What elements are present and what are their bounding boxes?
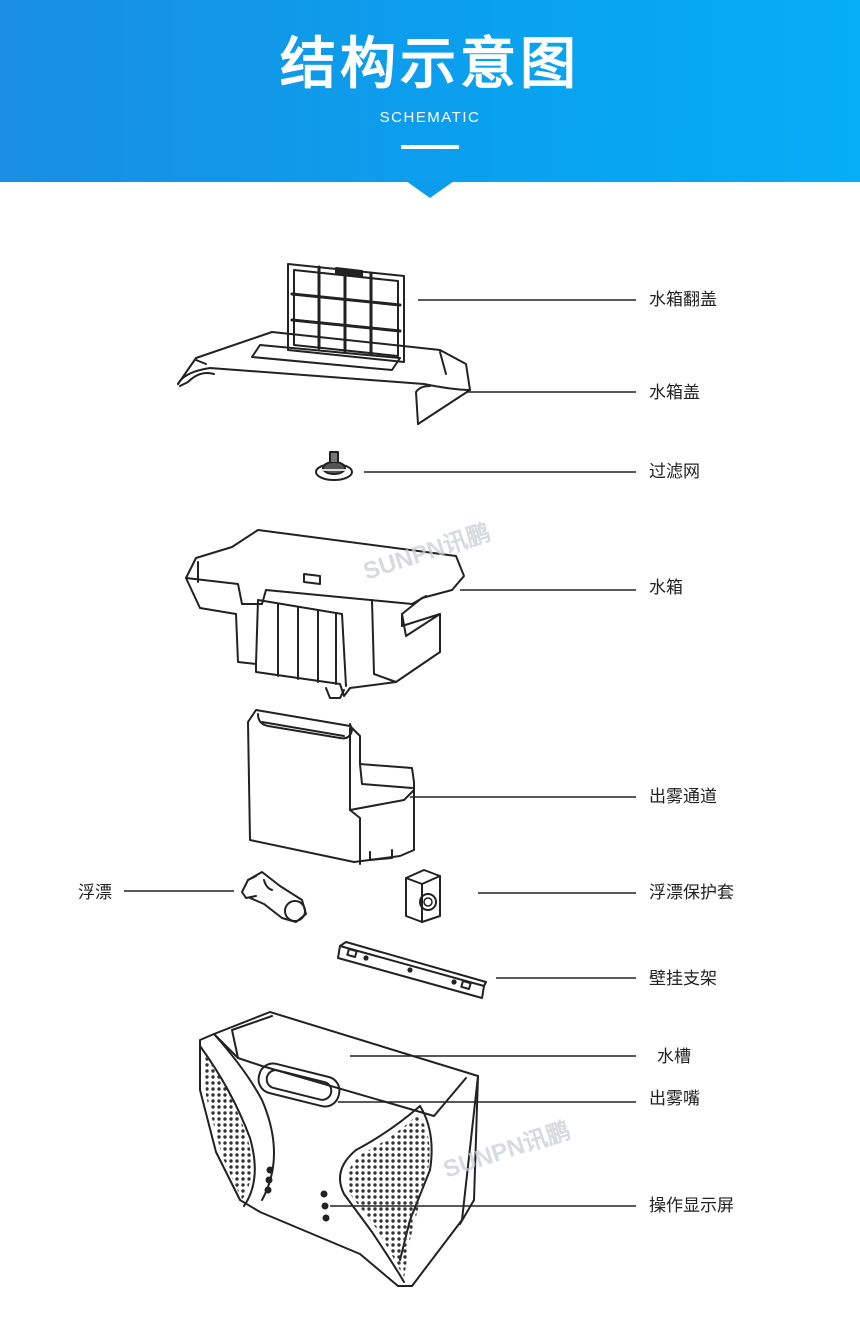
header-arrow [406, 181, 454, 198]
tank-cover-drawing [177, 331, 471, 425]
filter-drawing [315, 451, 353, 481]
label-water-trough: 水槽 [657, 1047, 691, 1067]
header-banner [0, 0, 860, 182]
page-title: 结构示意图 [280, 32, 580, 97]
label-tank-cover: 水箱盖 [649, 383, 700, 403]
label-float-guard: 浮漂保护套 [649, 883, 734, 903]
page-subtitle: SCHEMATIC [379, 109, 481, 126]
label-mist-channel: 出雾通道 [649, 787, 717, 807]
float-guard-drawing [405, 869, 441, 923]
label-wall-bracket: 壁挂支架 [649, 969, 717, 989]
label-mist-nozzle: 出雾嘴 [649, 1089, 700, 1109]
mist-channel-drawing [247, 709, 415, 865]
tank-flip-cover-drawing [287, 263, 405, 363]
grille-right [346, 1114, 430, 1278]
grille-left [204, 1050, 252, 1200]
water-tank-drawing [185, 529, 465, 699]
label-display-screen: 操作显示屏 [649, 1196, 734, 1216]
label-filter: 过滤网 [649, 462, 700, 482]
label-tank-flip-cover: 水箱翻盖 [649, 290, 717, 310]
label-float: 浮漂 [78, 883, 112, 903]
wall-bracket-drawing [337, 941, 487, 999]
label-water-tank: 水箱 [649, 578, 683, 598]
float-drawing [241, 871, 307, 923]
title-underline [401, 145, 459, 149]
